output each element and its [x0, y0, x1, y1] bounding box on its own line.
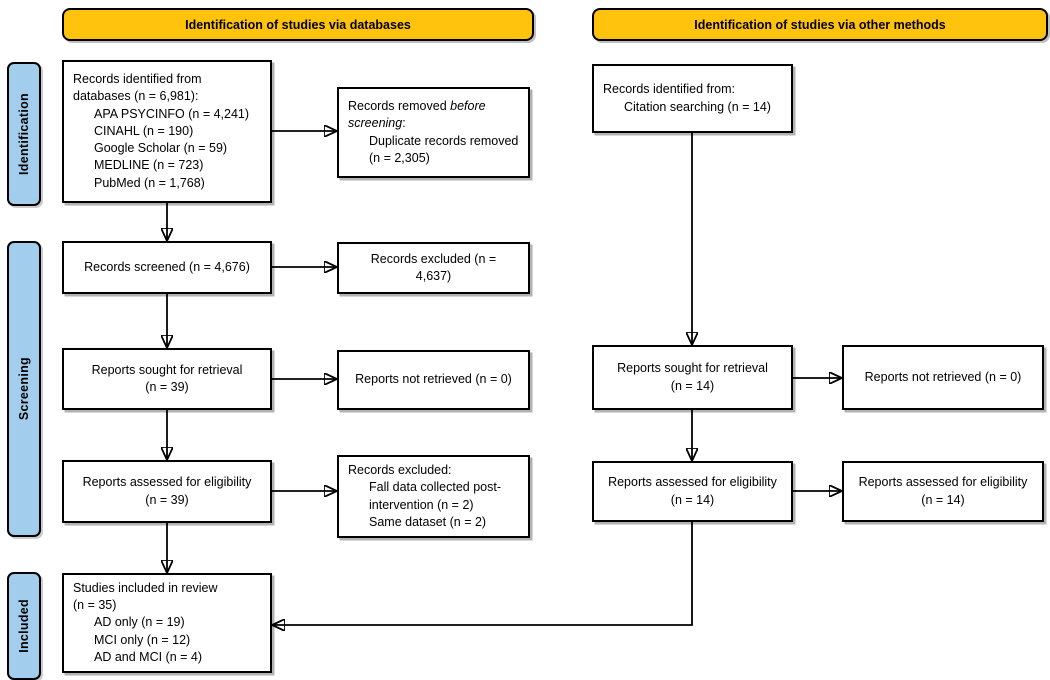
text-line: Reports assessed for eligibility	[608, 475, 777, 490]
box-records-excluded: Records excluded (n = 4,637)	[337, 242, 530, 294]
exclusion-reason: Same dataset (n = 2)	[369, 514, 487, 529]
text-line: Records screened (n = 4,676)	[84, 259, 250, 274]
box-records-removed-before-screening: Records removed before screening: Duplic…	[337, 87, 530, 178]
box-records-screened: Records screened (n = 4,676)	[62, 241, 272, 294]
included-item: AD and MCI (n = 4)	[94, 649, 203, 664]
text-line: (n = 39)	[145, 380, 189, 394]
included-item: MCI only (n = 12)	[94, 632, 191, 647]
database-item: APA PSYCINFO (n = 4,241)	[94, 106, 250, 121]
banner-label: Identification of studies via other meth…	[694, 17, 946, 32]
box-reports-assessed-other-right: Reports assessed for eligibility (n = 14…	[842, 461, 1044, 522]
removed-item: Duplicate records removed (n = 2,305)	[369, 133, 519, 165]
stage-label-identification: Identification	[7, 62, 41, 206]
database-item: Google Scholar (n = 59)	[94, 141, 228, 156]
box-records-identified-databases: Records identified from databases (n = 6…	[62, 60, 272, 203]
text-line: Records excluded:	[348, 462, 452, 477]
stage-label-included: Included	[7, 572, 41, 680]
text-line: Reports assessed for eligibility	[858, 475, 1028, 490]
text-line: Records identified from:	[603, 82, 736, 97]
box-reports-sought-databases: Reports sought for retrieval (n = 39)	[62, 348, 272, 410]
box-reports-assessed-databases: Reports assessed for eligibility (n = 39…	[62, 460, 272, 523]
text-line: Records excluded (n = 4,637)	[370, 251, 497, 283]
box-reports-assessed-other: Reports assessed for eligibility (n = 14…	[592, 461, 793, 522]
box-reports-sought-other: Reports sought for retrieval (n = 14)	[592, 345, 793, 410]
text-segment: Records removed	[348, 98, 451, 113]
stage-text: Identification	[17, 93, 31, 175]
stage-label-screening: Screening	[7, 241, 41, 537]
text-line: Reports sought for retrieval	[91, 362, 243, 377]
text-line: Records removed before screening:	[348, 98, 522, 133]
box-reports-not-retrieved-other: Reports not retrieved (n = 0)	[842, 345, 1044, 410]
text-line: (n = 14)	[670, 492, 715, 507]
box-studies-included: Studies included in review (n = 35) AD o…	[62, 573, 272, 673]
text-line: (n = 35)	[73, 598, 117, 613]
banner-identification-via-other-methods: Identification of studies via other meth…	[592, 8, 1048, 41]
source-item: Citation searching (n = 14)	[624, 99, 771, 114]
banner-identification-via-databases: Identification of studies via databases	[62, 8, 534, 41]
text-line: (n = 14)	[670, 378, 715, 393]
text-line: Reports assessed for eligibility	[82, 475, 252, 490]
banner-label: Identification of studies via databases	[185, 17, 411, 32]
stage-text: Included	[17, 599, 31, 653]
text-line: (n = 14)	[921, 492, 965, 507]
database-item: PubMed (n = 1,768)	[94, 175, 205, 190]
exclusion-reason: Fall data collected post-intervention (n…	[369, 480, 502, 512]
stage-text: Screening	[17, 357, 31, 421]
text-segment: :	[402, 116, 406, 131]
text-line: Reports not retrieved (n = 0)	[864, 369, 1022, 384]
text-line: (n = 39)	[145, 492, 189, 507]
included-item: AD only (n = 19)	[94, 615, 185, 630]
box-records-excluded-eligibility: Records excluded: Fall data collected po…	[337, 455, 530, 538]
text-line: Reports sought for retrieval	[617, 361, 768, 376]
database-item: MEDLINE (n = 723)	[94, 158, 204, 173]
text-line: Reports not retrieved (n = 0)	[355, 372, 512, 387]
box-reports-not-retrieved-databases: Reports not retrieved (n = 0)	[337, 350, 530, 410]
text-line: databases (n = 6,981):	[73, 89, 199, 104]
text-line: Records identified from	[73, 71, 202, 86]
italic-text-segment: before screening	[348, 98, 486, 131]
box-records-identified-other: Records identified from: Citation search…	[592, 64, 793, 133]
database-item: CINAHL (n = 190)	[94, 123, 194, 138]
text-line: Studies included in review	[73, 580, 218, 595]
